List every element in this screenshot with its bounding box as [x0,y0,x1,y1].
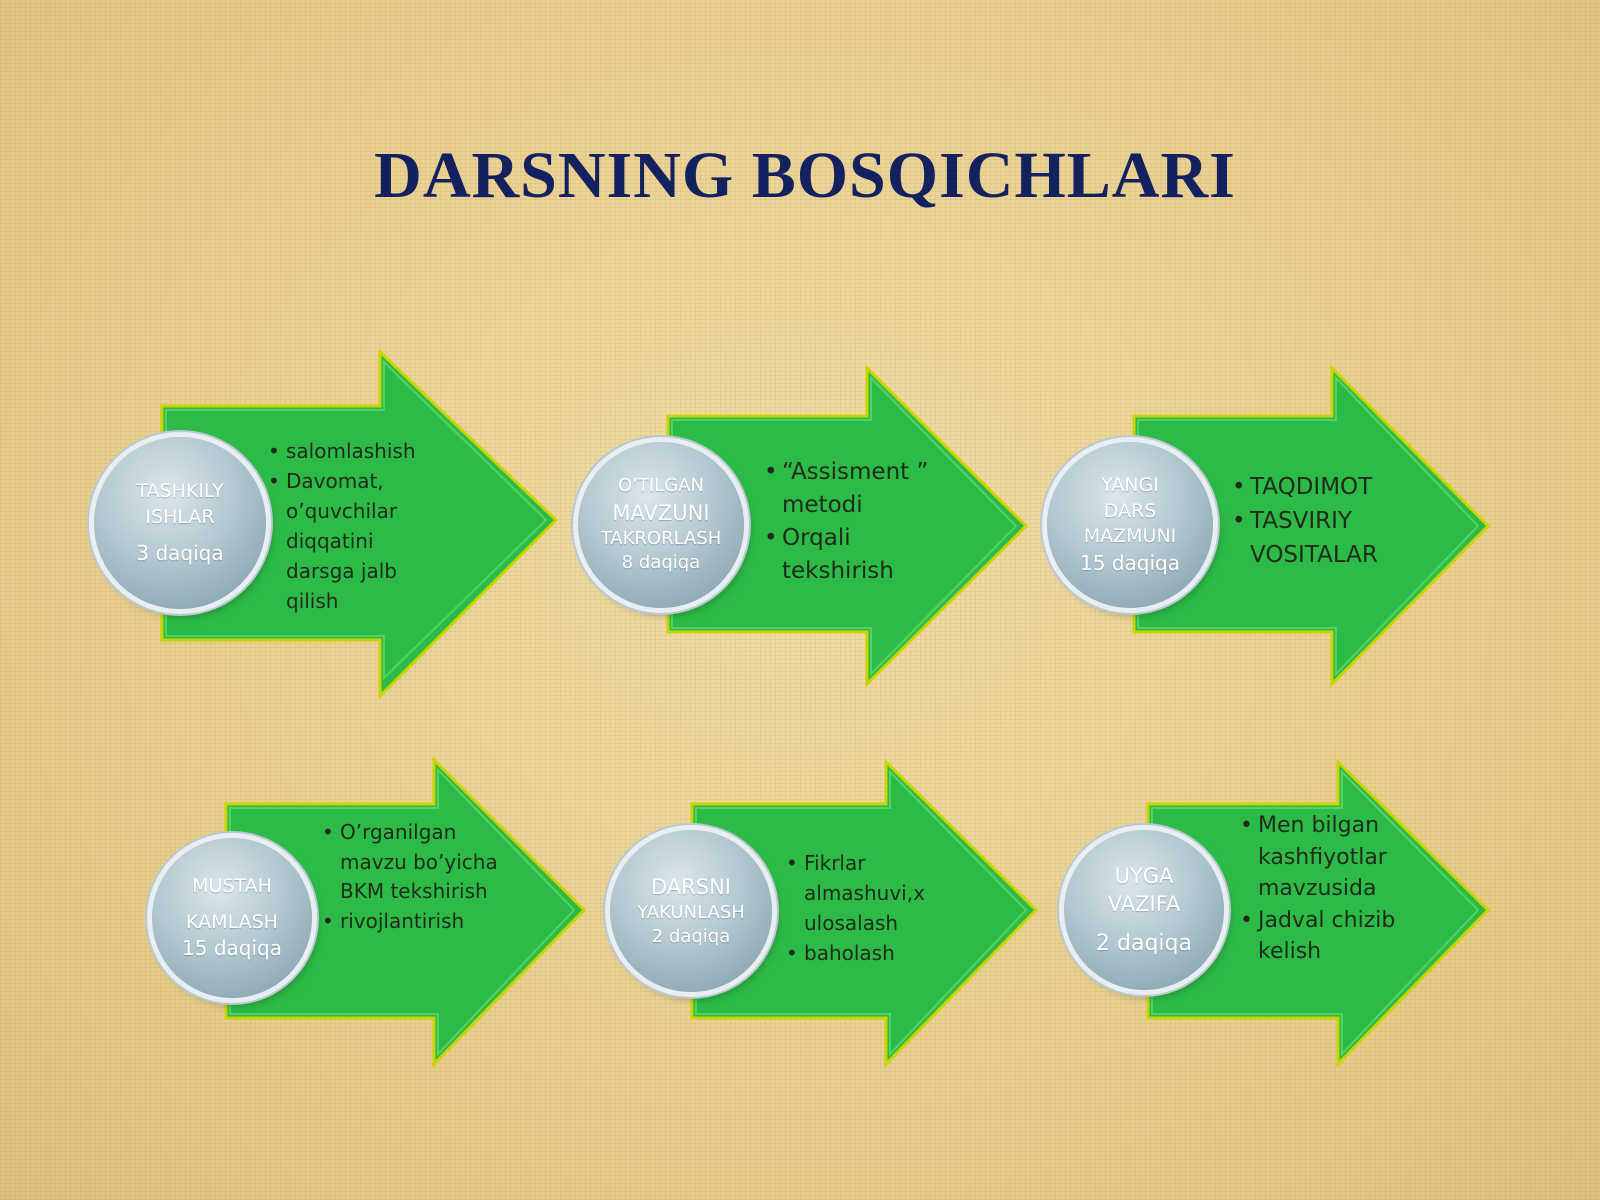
bullet-item: O’rganilgan mavzu bo’yicha BKM tekshiris… [322,818,502,907]
bullet-item: salomlashish [268,436,438,466]
page-title: DARSNING BOSQICHLARI [374,139,1236,212]
bullet-item: Davomat, o’quvchilar diqqatini darsga ja… [268,466,438,616]
stage-circle: DARSNI YAKUNLASH 2 daqiqa [610,830,772,992]
stage-bullets: O’rganilgan mavzu bo’yicha BKM tekshiris… [322,818,502,936]
bullet-item: Jadval chizib kelish [1240,905,1410,968]
bullet-item: baholash [786,938,946,968]
bullet-item: rivojlantirish [322,907,502,937]
bullet-item: Men bilgan kashfiyotlar mavzusida [1240,810,1410,905]
stage-circle: MUSTAH KAMLASH 15 daqiqa [152,838,312,998]
bullet-item: TAQDIMOT [1232,470,1432,504]
bullet-item: “Assisment ” metodi [764,456,954,522]
stage-circle: UYGA VAZIFA 2 daqiqa [1064,830,1224,990]
bullet-item: TASVIRIY VOSITALAR [1232,504,1432,572]
stage-bullets: TAQDIMOT TASVIRIY VOSITALAR [1232,470,1432,572]
bullet-item: Orqali tekshirish [764,522,954,588]
stage-bullets: “Assisment ” metodi Orqali tekshirish [764,456,954,588]
stage-bullets: Men bilgan kashfiyotlar mavzusida Jadval… [1240,810,1410,968]
stage-bullets: Fikrlar almashuvi,x ulosalash baholash [786,848,946,968]
stage-circle: TASHKILY ISHLAR 3 daqiqa [94,437,266,609]
stage-circle: O’TILGAN MAVZUNI TAKRORLASH 8 daqiqa [578,442,744,608]
stage-bullets: salomlashish Davomat, o’quvchilar diqqat… [268,436,438,616]
bullet-item: Fikrlar almashuvi,x ulosalash [786,848,946,938]
stage-circle: YANGI DARS MAZMUNI 15 daqiqa [1047,442,1213,608]
